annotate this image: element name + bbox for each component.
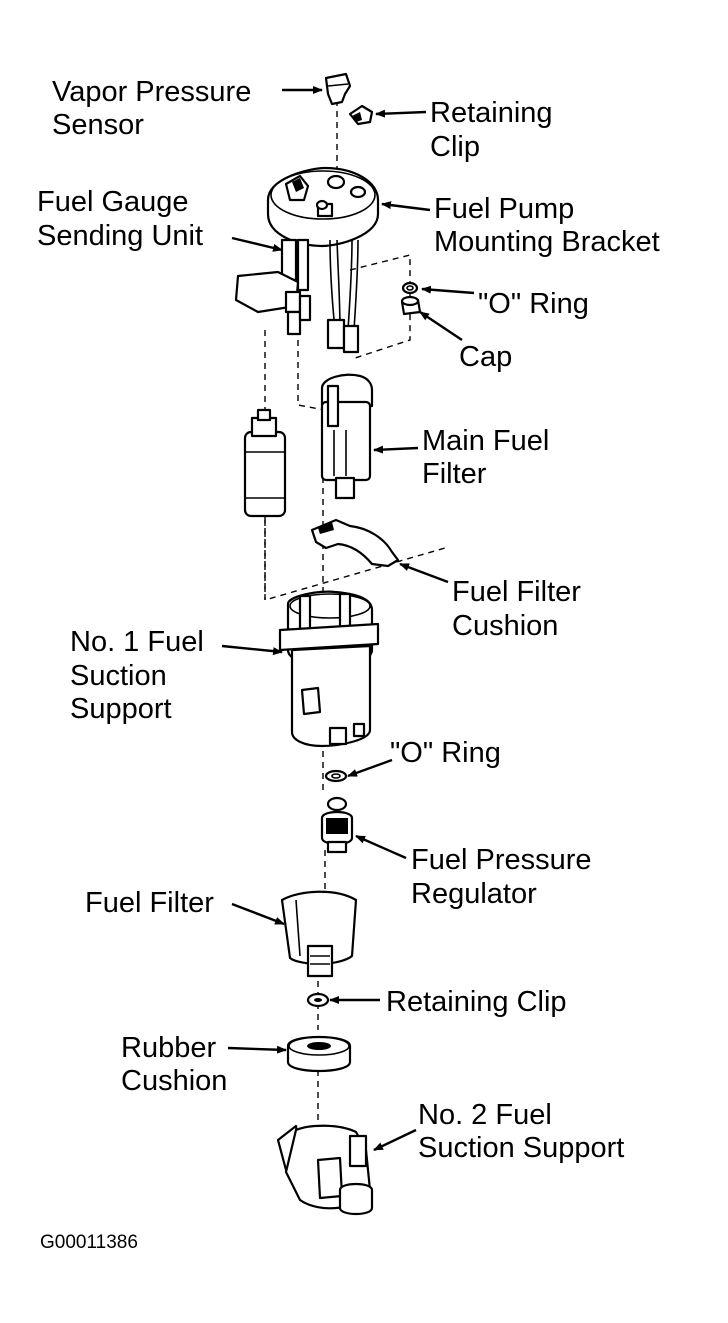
label-cap: Cap (459, 341, 512, 373)
fuel-filter-cushion-part (310, 518, 400, 568)
label-fuel-pump-mounting-bracket: Fuel Pump Mounting Bracket (434, 193, 660, 258)
svg-text:Fuel Pressure: Fuel Pressure (411, 844, 592, 876)
fuel-pump-mounting-bracket-part (266, 166, 380, 248)
label-o-ring-mid: "O" Ring (390, 737, 501, 769)
label-fuel-gauge-sending-unit: Fuel Gauge Sending Unit (37, 186, 203, 252)
label-fuel-filter: Fuel Filter (85, 887, 214, 919)
label-fuel-filter-cushion: Fuel Filter Cushion (452, 576, 581, 642)
wiring-harness (326, 239, 360, 354)
svg-text:Fuel Filter: Fuel Filter (85, 887, 214, 919)
leader-arrows (221, 86, 475, 1152)
svg-text:Clip: Clip (430, 131, 480, 163)
svg-text:"O" Ring: "O" Ring (390, 737, 501, 769)
rubber-cushion-part (286, 1035, 352, 1073)
svg-text:Suction: Suction (70, 660, 167, 692)
svg-text:Cushion: Cushion (452, 610, 558, 642)
figure-code: G00011386 (40, 1232, 138, 1253)
svg-text:Sensor: Sensor (52, 109, 144, 141)
vapor-pressure-sensor-part (324, 72, 352, 106)
svg-text:Fuel Filter: Fuel Filter (452, 576, 581, 608)
retaining-clip-top-part (348, 104, 374, 126)
o-ring-top-part (401, 281, 419, 295)
retaining-clip-bottom-part (306, 992, 330, 1008)
svg-text:Support: Support (70, 693, 172, 725)
svg-text:Retaining: Retaining (430, 97, 553, 129)
svg-text:No. 1 Fuel: No. 1 Fuel (70, 626, 204, 658)
main-fuel-filter-part (320, 373, 374, 500)
fuel-pressure-regulator-part (320, 796, 354, 854)
label-o-ring-top: "O" Ring (478, 288, 589, 320)
svg-text:Main Fuel: Main Fuel (422, 425, 549, 457)
svg-text:Fuel Gauge: Fuel Gauge (37, 186, 189, 218)
svg-text:Suction Support: Suction Support (418, 1132, 624, 1164)
label-no1-fuel-suction-support: No. 1 Fuel Suction Support (70, 626, 204, 725)
svg-text:Rubber: Rubber (121, 1032, 216, 1064)
no1-fuel-suction-support-part (278, 590, 380, 748)
svg-text:Mounting Bracket: Mounting Bracket (434, 226, 660, 258)
svg-text:Retaining Clip: Retaining Clip (386, 986, 567, 1018)
svg-text:No. 2 Fuel: No. 2 Fuel (418, 1099, 552, 1131)
svg-text:Vapor Pressure: Vapor Pressure (52, 76, 251, 108)
cap-part (400, 295, 422, 316)
fuel-filter-part (280, 890, 358, 978)
svg-text:Fuel Pump: Fuel Pump (434, 193, 574, 225)
fuel-gauge-sending-unit-part (234, 238, 312, 336)
svg-text:"O" Ring: "O" Ring (478, 288, 589, 320)
svg-text:Regulator: Regulator (411, 878, 537, 910)
label-vapor-pressure-sensor: Vapor Pressure Sensor (52, 76, 251, 141)
no2-fuel-suction-support-part (276, 1124, 374, 1216)
svg-text:Filter: Filter (422, 458, 487, 490)
label-fuel-pressure-regulator: Fuel Pressure Regulator (411, 844, 592, 910)
label-no2-fuel-suction-support: No. 2 Fuel Suction Support (418, 1099, 624, 1164)
o-ring-mid-part (324, 769, 348, 783)
svg-text:Sending Unit: Sending Unit (37, 220, 203, 252)
svg-text:Cushion: Cushion (121, 1065, 227, 1097)
label-main-fuel-filter: Main Fuel Filter (422, 425, 549, 490)
label-retaining-clip-top: Retaining Clip (430, 97, 553, 163)
label-rubber-cushion: Rubber Cushion (121, 1032, 227, 1097)
fuel-pump-part (243, 408, 287, 518)
label-retaining-clip-bottom: Retaining Clip (386, 986, 567, 1018)
svg-text:Cap: Cap (459, 341, 512, 373)
